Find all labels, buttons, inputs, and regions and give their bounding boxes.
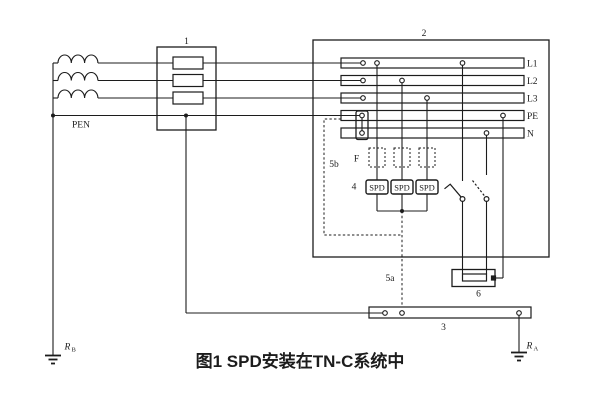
fuse-l1: [172, 56, 204, 70]
spd3-label: SPD: [419, 183, 435, 193]
terminal-n-link: [359, 130, 365, 136]
fuse-f-label: F: [354, 155, 359, 165]
winding-coil-l3: [57, 89, 99, 99]
spd3-box: [415, 179, 439, 195]
spd1-label: SPD: [369, 183, 385, 193]
spd-earth-join: [376, 194, 428, 212]
earth-left-r-symbol: R: [64, 343, 71, 353]
drop-conductors: [376, 63, 504, 279]
box1-label: 1: [184, 37, 189, 47]
terminal-bar3-earth: [516, 310, 522, 316]
terminal-l1-switch: [459, 60, 466, 66]
switch-dashed-blade: [472, 180, 486, 197]
device-6: [451, 268, 497, 288]
phase-conductors: [52, 62, 385, 355]
busbar-l1-label: L1: [527, 60, 538, 70]
box1-main-distribution: [156, 46, 217, 131]
switch-solid: [444, 183, 466, 203]
junction-dots: [51, 113, 404, 213]
terminal-circles: [359, 60, 522, 316]
pen-label: PEN: [72, 121, 90, 131]
terminal-l3-spd: [424, 95, 430, 101]
terminal-n-switch: [483, 130, 490, 136]
busbar-l2: [340, 74, 525, 87]
conductor-5a-label: 5a: [386, 274, 396, 284]
busbar-l2-label: L2: [527, 77, 538, 87]
spd1-box: [365, 179, 389, 195]
earth-right-resistance-label: R A: [526, 342, 539, 353]
fuse-l2: [172, 73, 204, 88]
zone-5b-label: 5b: [329, 160, 339, 170]
busbar-l3: [340, 92, 525, 104]
earth-left-resistance-label: R B: [64, 343, 77, 354]
figure-caption: 图1 SPD安装在TN-C系统中: [196, 351, 405, 371]
junction-spd-common: [400, 209, 404, 213]
earth-left-r-subscript: B: [72, 347, 77, 354]
terminal-bar3-left: [382, 310, 388, 316]
switch-solid-blade: [444, 183, 462, 198]
busbar-pe-label: PE: [527, 112, 538, 122]
spd2-label: SPD: [394, 183, 410, 193]
spd-units: SPD SPD SPD: [365, 179, 439, 195]
busbar-n-label: N: [527, 130, 534, 140]
terminal-l3-in: [360, 95, 366, 101]
device6-pe-terminal-dot: [490, 275, 497, 281]
junction-pen-drop: [184, 113, 188, 118]
winding-coil-l1: [57, 54, 99, 64]
bonding-bar-3: [368, 306, 532, 319]
terminal-pe-link: [359, 112, 365, 119]
device6-inner-element: [461, 273, 488, 282]
switch-dashed-contact: [483, 196, 490, 203]
earth-symbol-right: [511, 351, 527, 362]
winding-coil-l2: [57, 72, 99, 81]
terminal-l1-in: [360, 60, 366, 66]
terminal-l2-in: [360, 77, 366, 84]
spd-group-label: 4: [352, 183, 357, 193]
switch-dashed: [472, 180, 490, 203]
spd2-box: [390, 179, 414, 195]
zone-5b-dashed-boundary: [323, 118, 402, 236]
terminal-l2-spd: [399, 77, 405, 84]
switch-solid-contact: [459, 196, 466, 203]
box1-fuse-group: [172, 56, 204, 105]
box2-panel: [312, 39, 550, 258]
terminal-l1-spd: [374, 60, 380, 66]
earth-right-r-subscript: A: [534, 346, 539, 353]
bonding-bar-3-label: 3: [441, 323, 446, 333]
box2-label: 2: [422, 29, 427, 39]
pe-n-link-frame: [355, 110, 369, 141]
earth-symbol-left: [45, 354, 61, 365]
device-6-label: 6: [476, 290, 481, 300]
busbar-n: [340, 127, 525, 139]
transformer-windings: [53, 54, 99, 99]
junction-pen-left: [51, 113, 55, 118]
fuse-l3: [172, 91, 204, 105]
busbar-l1: [340, 57, 525, 69]
terminal-pe-device6: [500, 112, 506, 119]
terminal-bar3-5a: [399, 310, 405, 316]
earth-right-r-symbol: R: [526, 342, 533, 352]
switch-down-leads: [461, 201, 488, 274]
busbar-l3-label: L3: [527, 95, 538, 105]
pe-n-link: [355, 110, 369, 141]
